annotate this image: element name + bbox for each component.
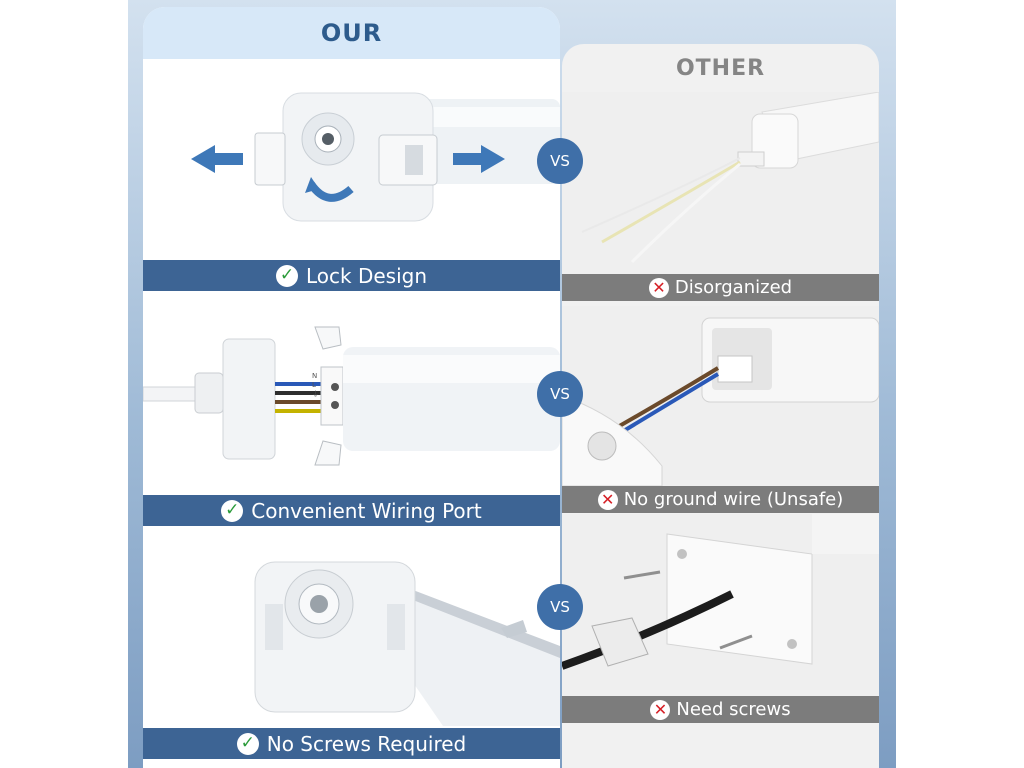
caption-no-screws-text: No Screws Required — [266, 731, 467, 756]
terminal-mark-l: L — [312, 381, 316, 389]
terminal-mark-ground: ⏚ — [312, 390, 319, 398]
caption-no-screws: ✓ No Screws Required — [143, 728, 560, 759]
vs-badge: VS — [537, 138, 583, 184]
need-screws-image — [562, 514, 879, 696]
vs-badge: VS — [537, 584, 583, 630]
caption-wiring-port-text: Convenient Wiring Port — [251, 498, 482, 523]
caption-lock-design: ✓ Lock Design — [143, 260, 560, 291]
caption-need-screws-text: Need screws — [676, 699, 791, 720]
vs-badge: VS — [537, 371, 583, 417]
check-circle-icon: ✓ — [275, 264, 298, 287]
caption-need-screws: ✕ Need screws — [562, 696, 879, 723]
caption-disorganized: ✕ Disorganized — [562, 274, 879, 301]
lock-design-image — [143, 59, 560, 259]
our-title: OUR — [320, 19, 383, 47]
our-panel: OUR ✓ Lock Design — [143, 7, 560, 768]
check-circle-icon: ✓ — [236, 732, 259, 755]
caption-wiring-port: ✓ Convenient Wiring Port — [143, 495, 560, 526]
no-screws-image — [143, 528, 560, 726]
terminal-mark-n: N — [312, 372, 318, 380]
check-circle-icon: ✓ — [221, 499, 244, 522]
other-header: OTHER — [562, 44, 879, 92]
x-circle-icon: ✕ — [597, 489, 618, 510]
our-header: OUR — [143, 7, 560, 59]
caption-no-ground-wire-text: No ground wire (Unsafe) — [623, 489, 844, 510]
wiring-port-image — [143, 297, 560, 493]
no-ground-wire-image — [562, 306, 879, 486]
other-title: OTHER — [675, 55, 766, 81]
caption-disorganized-text: Disorganized — [674, 277, 793, 298]
x-circle-icon: ✕ — [648, 277, 669, 298]
x-circle-icon: ✕ — [650, 699, 671, 720]
disorganized-image — [562, 92, 879, 274]
other-panel: OTHER ✕ Disorganized ✕ No ground wire (U… — [562, 44, 879, 768]
terminal-marks: N L ⏚ — [312, 372, 326, 399]
caption-no-ground-wire: ✕ No ground wire (Unsafe) — [562, 486, 879, 513]
caption-lock-design-text: Lock Design — [305, 263, 427, 288]
